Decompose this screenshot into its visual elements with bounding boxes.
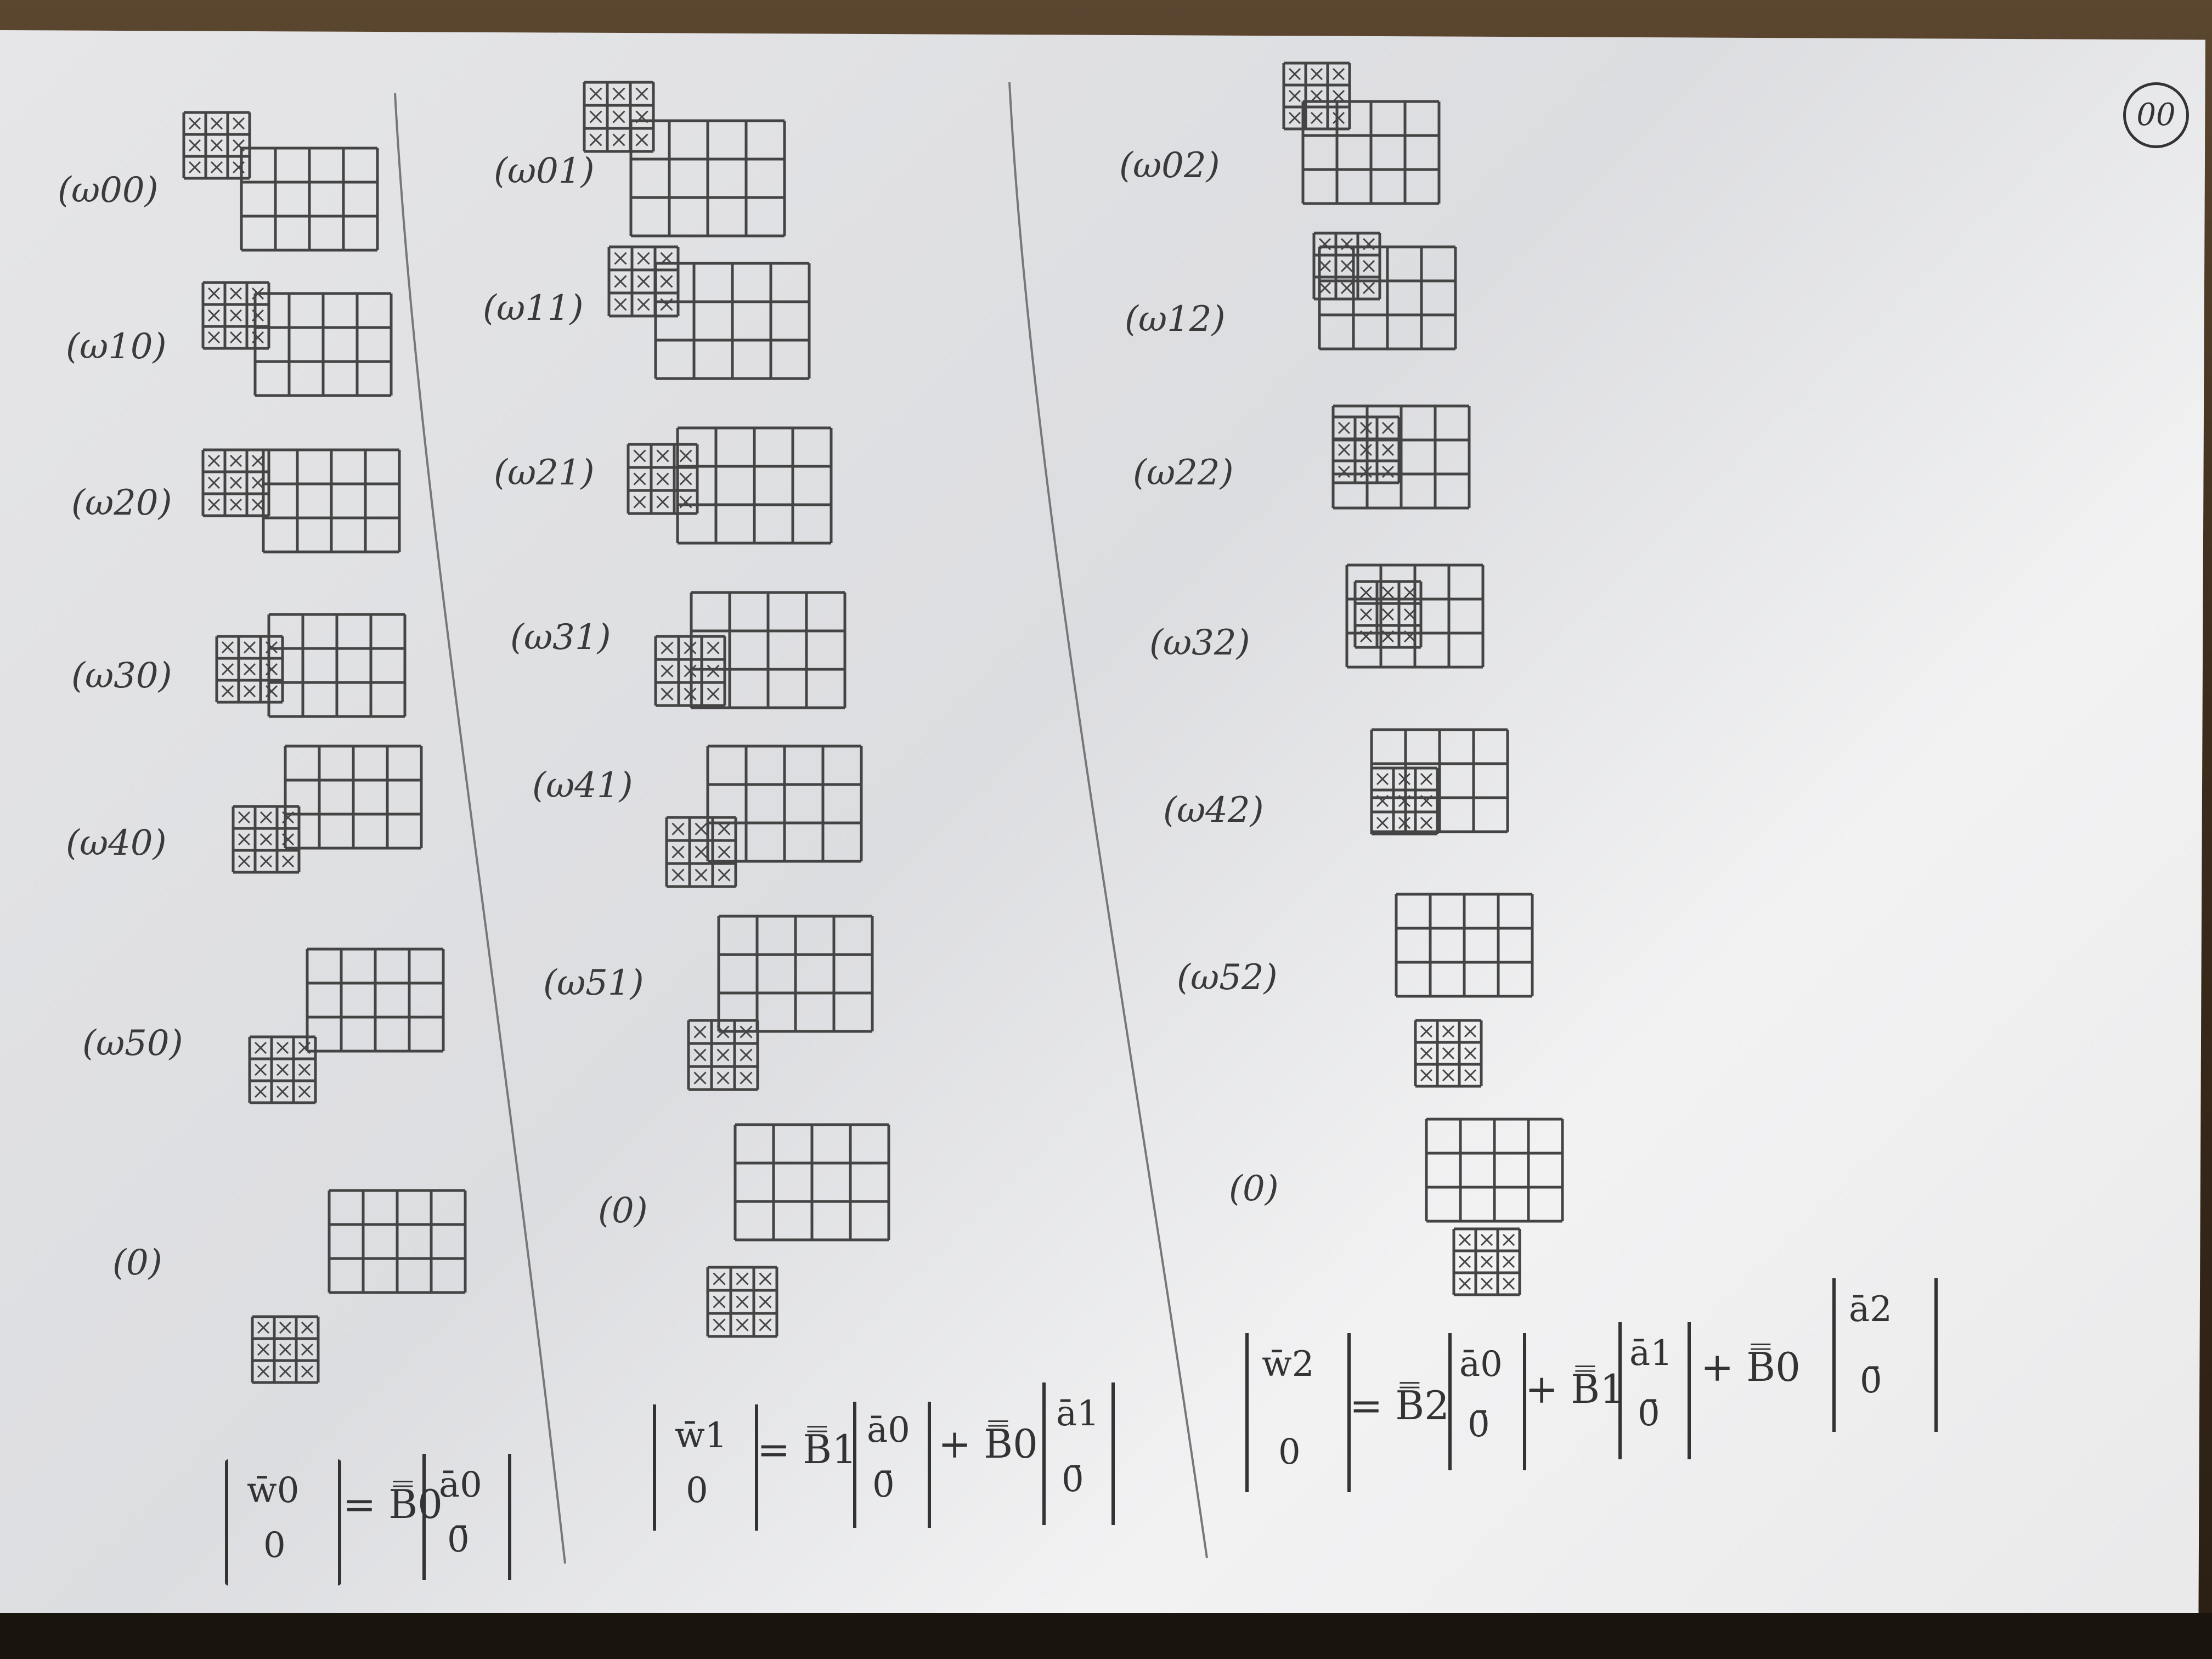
rhs-operator: = B̿2 <box>1350 1383 1449 1429</box>
label-w21: (ω21) <box>494 453 595 493</box>
label-zero-1: (0) <box>598 1190 648 1231</box>
label-w32: (ω32) <box>1149 623 1250 663</box>
vec2-bottom: 0̄ <box>1638 1393 1660 1434</box>
vec2-bracket <box>1042 1383 1115 1525</box>
feature-grid-c1-6 <box>733 1123 890 1242</box>
vec-bracket <box>1448 1333 1526 1470</box>
feature-grid-c2-0 <box>1301 100 1441 205</box>
feature-grid-c2-3 <box>1345 563 1485 669</box>
lhs-bracket <box>225 1459 341 1585</box>
lhs-top: w̄1 <box>675 1415 727 1456</box>
vec3-bracket <box>1832 1278 1938 1432</box>
kernel-grid-c2-4 <box>1370 766 1439 836</box>
kernel-grid-c1-0 <box>583 81 655 153</box>
plus-operator: + B̿0 <box>938 1421 1038 1467</box>
feature-grid-c0-0 <box>240 146 379 252</box>
vec3-bottom: 0̄ <box>1860 1361 1882 1401</box>
feature-grid-c1-1 <box>654 262 811 380</box>
label-w50: (ω50) <box>82 1023 183 1064</box>
kernel-grid-c1-3 <box>654 635 726 707</box>
label-w11: (ω11) <box>483 288 584 329</box>
label-w42: (ω42) <box>1163 790 1264 831</box>
feature-grid-c1-5 <box>717 915 874 1033</box>
vec2-top: ā1 <box>1629 1333 1673 1374</box>
lhs-bracket <box>1245 1333 1351 1492</box>
lhs-bottom: 0 <box>686 1470 708 1511</box>
feature-grid-c0-3 <box>267 613 407 718</box>
label-w51: (ω51) <box>543 963 644 1003</box>
kernel-grid-c2-0 <box>1282 61 1351 131</box>
vec3-top: ā2 <box>1849 1289 1892 1330</box>
kernel-grid-c0-6 <box>251 1315 320 1384</box>
kernel-grid-c0-0 <box>182 111 251 180</box>
label-zero-0: (0) <box>112 1243 162 1283</box>
kernel-grid-c0-5 <box>248 1035 317 1104</box>
feature-grid-c0-4 <box>284 744 423 850</box>
vec-top: ā0 <box>1459 1344 1503 1385</box>
kernel-grid-c1-5 <box>687 1019 759 1091</box>
kernel-grid-c2-6 <box>1452 1227 1521 1296</box>
feature-grid-c0-6 <box>328 1189 467 1294</box>
lhs-top: w̄2 <box>1262 1344 1314 1385</box>
feature-grid-c2-6 <box>1425 1118 1564 1223</box>
kernel-grid-c0-3 <box>215 635 284 704</box>
label-w41: (ω41) <box>532 765 633 806</box>
label-w52: (ω52) <box>1177 957 1278 998</box>
vec-bracket <box>853 1402 931 1528</box>
plus-operator: + B̿1 <box>1525 1366 1625 1412</box>
label-w12: (ω12) <box>1125 299 1226 340</box>
label-w00: (ω00) <box>58 170 159 211</box>
label-w02: (ω02) <box>1119 145 1220 186</box>
page-number: 00 <box>2123 82 2189 148</box>
label-w31: (ω31) <box>510 617 611 658</box>
kernel-grid-c2-2 <box>1331 415 1401 484</box>
kernel-grid-c0-2 <box>201 448 270 517</box>
lhs-bottom: 0 <box>263 1525 286 1566</box>
feature-grid-c2-2 <box>1331 404 1471 510</box>
kernel-grid-c2-3 <box>1353 580 1423 649</box>
kernel-grid-c2-5 <box>1414 1019 1483 1088</box>
feature-grid-c2-1 <box>1318 245 1457 351</box>
divider-line-2 <box>1008 82 1208 1559</box>
lhs-bracket <box>653 1404 758 1531</box>
feature-grid-c1-2 <box>676 426 833 545</box>
vec-bracket <box>422 1454 511 1580</box>
feature-grid-c0-1 <box>253 292 393 397</box>
divider-line-1 <box>394 93 566 1564</box>
label-zero-2: (0) <box>1229 1169 1279 1209</box>
label-w30: (ω30) <box>71 656 172 696</box>
label-w22: (ω22) <box>1133 453 1234 493</box>
rhs-operator: = B̿0 <box>343 1481 443 1527</box>
label-w40: (ω40) <box>66 823 167 864</box>
vec-bottom: 0̄ <box>447 1520 470 1560</box>
table-edge <box>0 1613 2212 1659</box>
label-w20: (ω20) <box>71 483 172 523</box>
lhs-top: w̄0 <box>247 1470 300 1511</box>
feature-grid-c1-4 <box>706 744 863 863</box>
vec-bottom: 0̄ <box>872 1465 895 1505</box>
kernel-grid-c0-4 <box>232 805 301 874</box>
vec-bottom: 0̄ <box>1468 1404 1490 1445</box>
label-w10: (ω10) <box>66 326 167 367</box>
plus-operator-2: + B̿0 <box>1701 1344 1801 1390</box>
vec-top: ā0 <box>439 1465 482 1505</box>
feature-grid-c2-5 <box>1395 893 1534 998</box>
vec2-bracket <box>1618 1322 1691 1459</box>
vec-top: ā0 <box>867 1410 910 1451</box>
kernel-grid-c1-2 <box>627 443 699 515</box>
kernel-grid-c1-1 <box>607 245 680 318</box>
kernel-grid-c2-1 <box>1312 232 1381 301</box>
vec2-bottom: 0̄ <box>1062 1459 1084 1500</box>
feature-grid-c0-2 <box>262 448 401 554</box>
label-w01: (ω01) <box>494 151 595 191</box>
rhs-operator: = B̿1 <box>757 1426 857 1472</box>
lhs-bottom: 0 <box>1278 1432 1301 1472</box>
kernel-grid-c0-1 <box>201 281 270 350</box>
vec2-top: ā1 <box>1056 1393 1099 1434</box>
feature-grid-c0-5 <box>306 947 445 1053</box>
kernel-grid-c1-6 <box>706 1266 778 1338</box>
feature-grid-c2-4 <box>1370 728 1509 833</box>
kernel-grid-c1-4 <box>665 816 737 888</box>
